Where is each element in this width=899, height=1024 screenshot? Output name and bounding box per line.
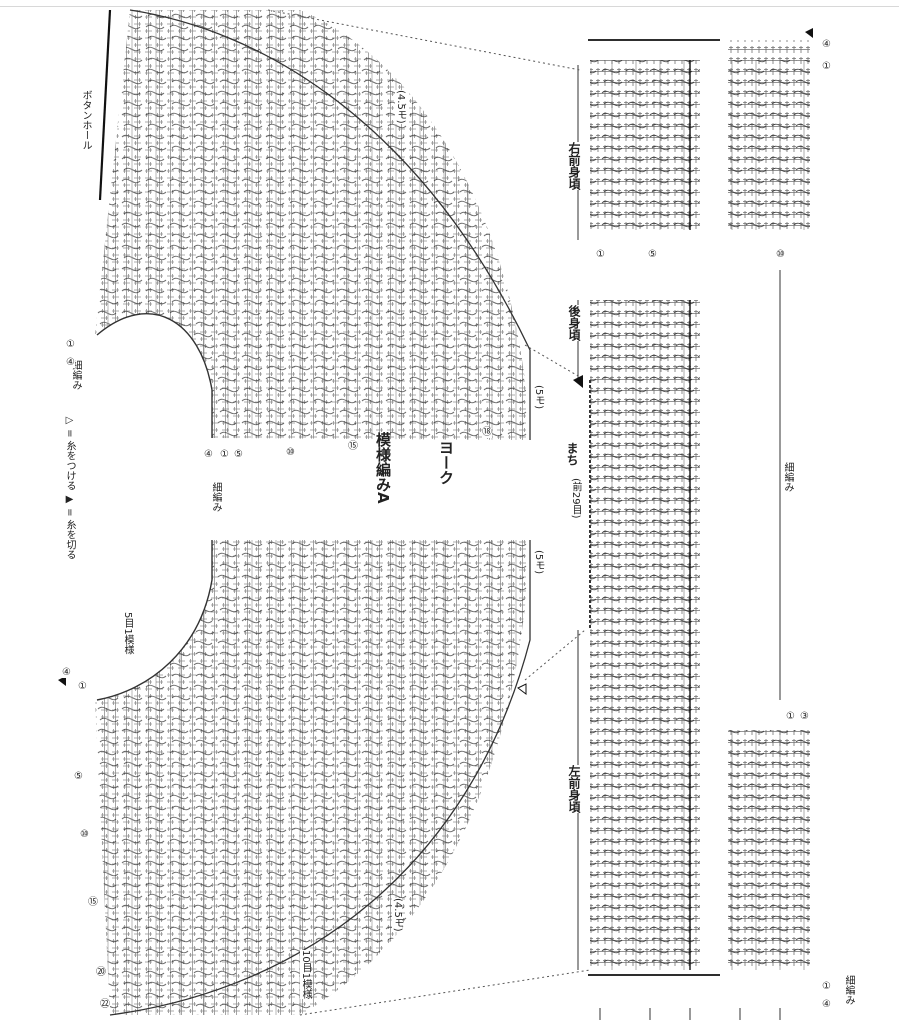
row-number: ⑤ [234, 449, 243, 460]
legend: ▷ = 糸をつける ▶ = 糸を切る [62, 415, 76, 560]
yoke-fan-upper [95, 9, 531, 440]
row-number: ④ [204, 449, 213, 460]
repeat-10-label: 10目1模様 [300, 950, 311, 1000]
row-number: ③ [800, 711, 809, 722]
pattern-a-label: 模様編みA [374, 432, 392, 504]
body-edging-label: 細編み [782, 462, 793, 492]
back-label: 後身頃 [567, 305, 581, 341]
row-number: ⑳ [96, 967, 106, 978]
row-number: ㉒ [100, 999, 110, 1010]
row-number: ⑮ [348, 441, 358, 452]
buttonhole-label: ボタンホール [80, 90, 91, 150]
left-front-label: 左前身頃 [567, 765, 581, 813]
row-number: ④ [62, 667, 71, 678]
row-number: ④ [66, 357, 75, 368]
count-5-top: (5モ) [533, 385, 544, 410]
row-number: ① [822, 61, 831, 72]
leader-lines [267, 9, 591, 1016]
legend-attach: ▷ = 糸をつける [64, 415, 75, 491]
legend-cut: ▶ = 糸を切る [64, 493, 75, 560]
br-edging-label: 細編み [843, 975, 854, 1005]
row-number: ⑱ [482, 427, 492, 438]
top-divider [0, 6, 899, 7]
count-45-bottom: (4.5モ) [392, 898, 403, 932]
lower-edging-label: 細編み [70, 360, 81, 390]
row-number: ① [786, 711, 795, 722]
row-number: ① [822, 981, 831, 992]
yoke-label: ヨーク [437, 440, 455, 485]
row-number: ⑩ [80, 829, 89, 840]
row-number: ⑤ [74, 771, 83, 782]
thread-markers [58, 28, 813, 695]
row-number: ⑮ [88, 897, 98, 908]
row-number: ① [78, 681, 87, 692]
row-number: ⑩ [286, 447, 295, 458]
row-number: ① [596, 249, 605, 260]
row-number: ⑩ [776, 249, 785, 260]
row-number: ④ [822, 999, 831, 1010]
right-front-label: 右前身頃 [567, 142, 581, 190]
row-number: ① [220, 449, 229, 460]
row-number: ⑤ [648, 249, 657, 260]
count-45-top: (4.5モ) [395, 90, 406, 124]
machi-note: (前29目) [570, 478, 581, 519]
row-number: ① [66, 339, 75, 350]
repeat-5-label: 5目1模様 [122, 612, 133, 655]
yoke-edging-label: 細編み [210, 482, 221, 512]
machi-label: まち [565, 442, 579, 466]
bottom-arrows [599, 1008, 781, 1020]
body-chart [577, 39, 810, 976]
yoke-fan-lower [95, 540, 531, 1016]
count-5-bottom: (5モ) [533, 550, 544, 575]
row-number: ④ [822, 39, 831, 50]
